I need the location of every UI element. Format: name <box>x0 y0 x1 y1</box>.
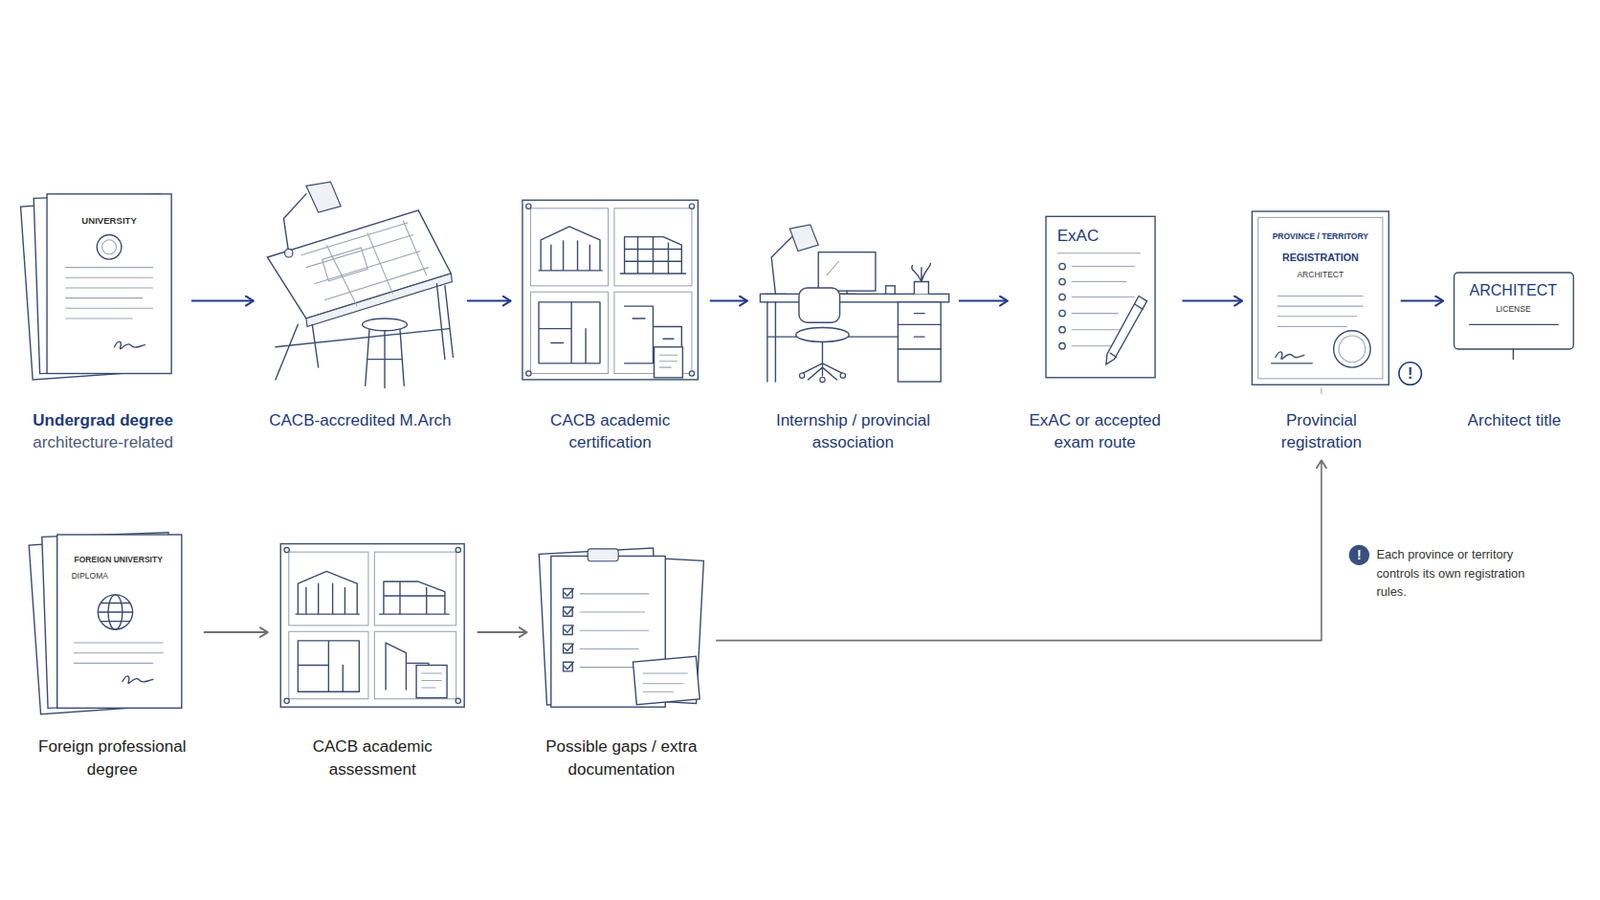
note-text: Each province or territory controls its … <box>1376 545 1545 601</box>
flow-arrow <box>203 631 268 634</box>
alert-mark: ! <box>1399 364 1422 383</box>
document-heading: REGISTRATION <box>1257 251 1384 265</box>
flow-arrow <box>1400 300 1445 303</box>
note-mark: ! <box>1349 547 1370 564</box>
step-caption: Provincial registration <box>1247 409 1396 456</box>
step-caption: CACB academic certification <box>516 409 705 456</box>
flow-arrow <box>710 300 748 303</box>
step-caption: Possible gaps / extra documentation <box>533 735 712 782</box>
step-subcaption: architecture-related <box>20 431 186 455</box>
foreign-diploma-icon <box>28 533 182 715</box>
step-node: Provincial registration <box>1247 178 1396 456</box>
note-icon <box>1349 545 1370 566</box>
license-card-icon <box>1454 272 1575 360</box>
step-node: Possible gaps / extra documentation <box>533 522 712 782</box>
flow-arrow <box>1181 300 1243 303</box>
portfolio-board-icon <box>522 200 698 380</box>
document-heading: ExAC <box>1057 226 1139 246</box>
document-heading: DIPLOMA <box>59 571 121 581</box>
step-caption: Internship / provincial association <box>753 409 954 456</box>
flow-arrow <box>958 300 1008 303</box>
step-caption: CACB-accredited M.Arch <box>259 409 462 433</box>
document-heading: UNIVERSITY <box>63 215 156 227</box>
step-node: Internship / provincial association <box>753 178 954 456</box>
step-caption: Architect title <box>1448 409 1579 433</box>
card-heading: ARCHITECT <box>1455 281 1573 300</box>
exam-sheet-icon <box>1045 216 1156 378</box>
flow-arrow <box>477 631 528 634</box>
document-heading: FOREIGN UNIVERSITY <box>61 555 176 565</box>
step-node: CACB-accredited M.Arch <box>259 178 462 433</box>
step-caption: Undergrad degree <box>20 409 186 433</box>
step-caption: CACB academic assessment <box>273 735 472 782</box>
step-node: CACB academic assessment <box>273 522 472 782</box>
registration-certificate-icon <box>1251 211 1422 395</box>
card-subheading: LICENSE <box>1455 304 1573 314</box>
step-caption: ExAC or accepted exam route <box>1013 409 1178 456</box>
assessment-board-icon <box>280 544 465 709</box>
flow-arrow <box>191 300 254 303</box>
drafting-table-icon <box>266 181 453 388</box>
document-heading: PROVINCE / TERRITORY <box>1257 231 1384 242</box>
flow-arrow <box>715 460 1322 641</box>
documents-icon <box>538 548 704 708</box>
flow-arrow <box>466 300 512 303</box>
step-node: CACB academic certification <box>516 178 705 456</box>
document-heading: ARCHITECT <box>1257 269 1384 280</box>
diploma-icon <box>21 194 173 380</box>
step-node: ExAC or accepted exam route <box>1013 178 1178 456</box>
office-desk-icon <box>759 224 949 383</box>
step-caption: Foreign professional degree <box>26 735 199 782</box>
